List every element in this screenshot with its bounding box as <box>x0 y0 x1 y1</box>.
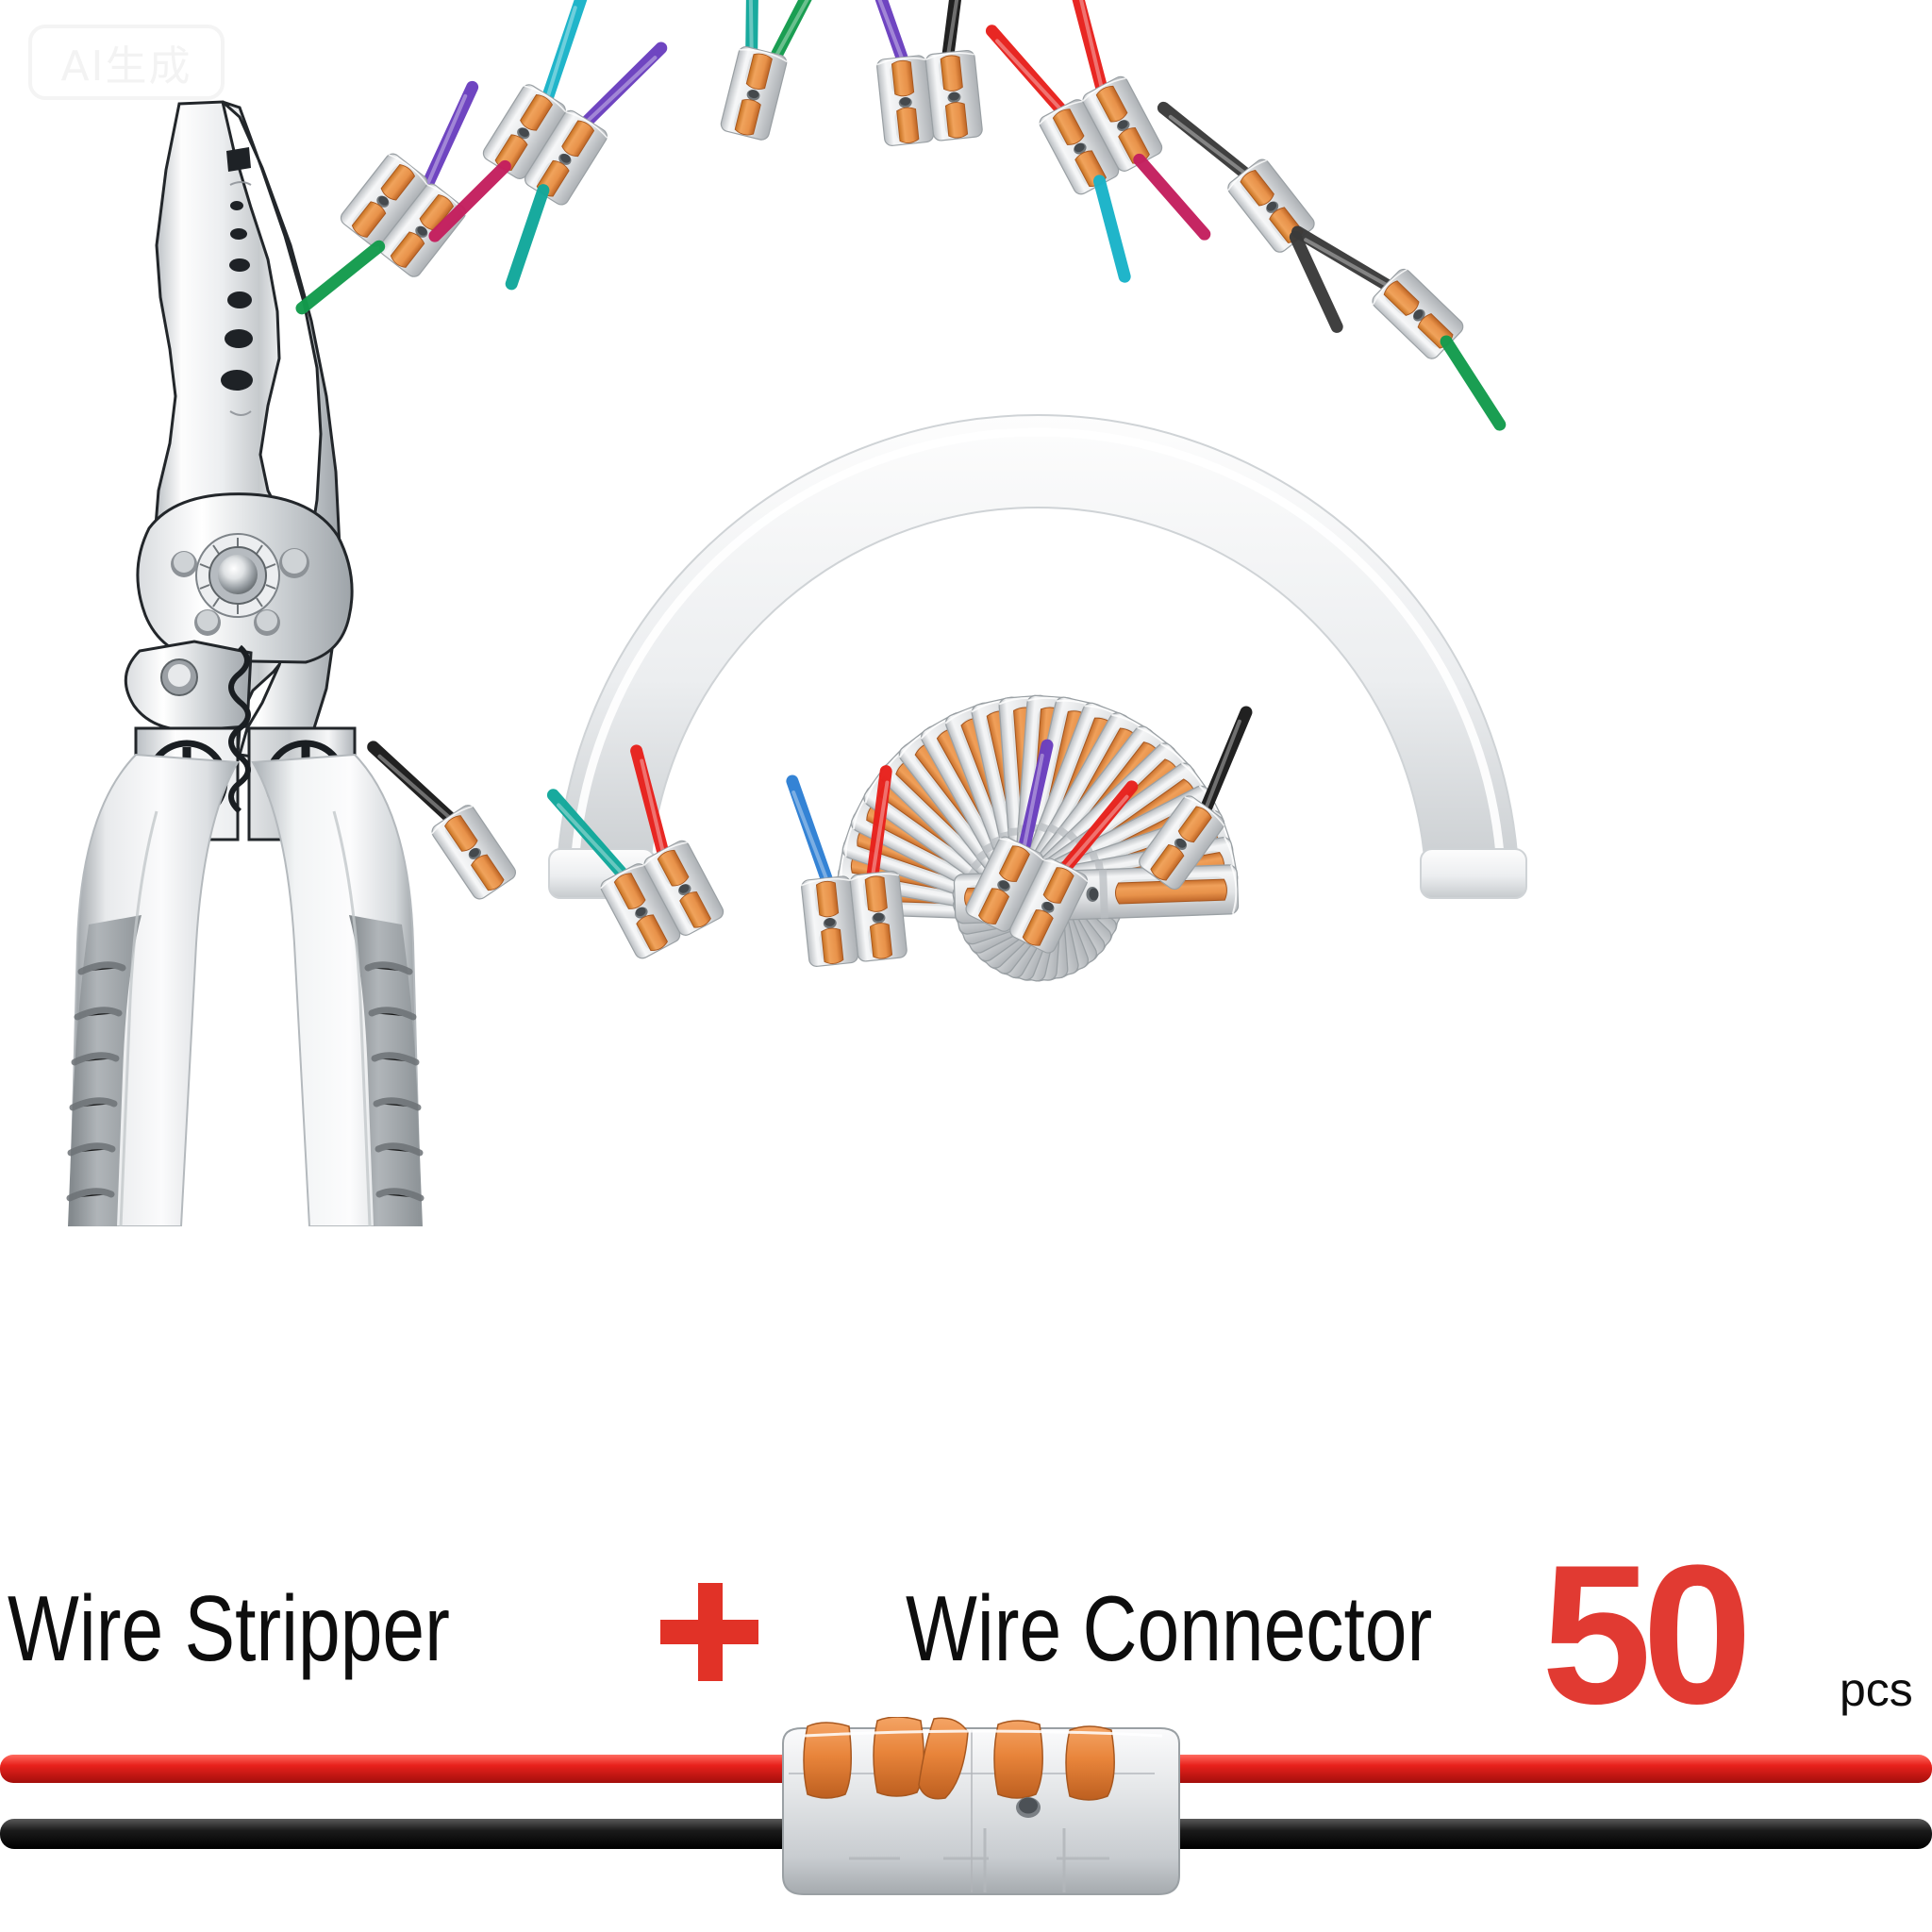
hero-connector-illustration <box>0 1717 1932 1932</box>
wire-connector-c12 <box>1043 684 1324 996</box>
wire-connector-c2 <box>412 0 682 299</box>
headline-row: Wire Stripper Wire Connector 50 pcs <box>0 1536 1932 1734</box>
hero-black-wire-right <box>1123 1819 1932 1849</box>
wire-connector-c10 <box>769 765 940 1063</box>
wire-out-0 <box>1092 175 1131 283</box>
ai-generated-watermark: AI生成 <box>28 25 225 100</box>
quantity-number: 50 <box>1541 1524 1753 1745</box>
watermark-label: AI生成 <box>60 42 192 91</box>
wire-out-0 <box>1440 335 1507 431</box>
stripper-interlock-joint <box>228 644 251 814</box>
connector-module-1 <box>1009 858 1089 954</box>
wire-stripper-label: Wire Stripper <box>8 1576 450 1680</box>
wire-out-1 <box>505 184 550 291</box>
wire-in-0 <box>421 80 479 191</box>
connector-module-1 <box>643 840 724 936</box>
wire-out-0 <box>1289 230 1343 333</box>
connector-module-0 <box>340 153 428 247</box>
connector-module-0 <box>600 863 681 959</box>
plus-icon <box>660 1583 758 1681</box>
wire-in-0 <box>1157 101 1254 181</box>
connector-module-0 <box>876 55 935 146</box>
hero-red-wire-right <box>1113 1755 1932 1783</box>
hero-red-wire-left <box>0 1755 849 1783</box>
hero-lever-4 <box>1065 1725 1115 1801</box>
wire-in-1 <box>1058 780 1139 875</box>
connector-module-0 <box>1139 795 1225 891</box>
wire-connector-c1 <box>263 58 549 368</box>
connector-arc-display <box>528 406 1547 984</box>
connector-module-0 <box>431 805 517 900</box>
wire-out-0 <box>428 159 511 242</box>
wire-stripper-tool <box>38 94 434 1226</box>
wire-in-0 <box>546 789 630 882</box>
connector-module-0 <box>965 836 1044 932</box>
wire-connector-c11 <box>903 733 1154 1049</box>
pivot-knurl-ticks <box>199 538 276 614</box>
hero-black-wire-left <box>0 1819 830 1849</box>
wire-in-1 <box>769 0 831 64</box>
wire-in-0 <box>1291 225 1396 293</box>
hero-lever-open <box>918 1717 969 1800</box>
wire-in-0 <box>985 25 1069 118</box>
secondary-bolt <box>168 664 191 687</box>
left-grip-ribs <box>66 961 126 1202</box>
pivot-screw <box>218 555 258 594</box>
stripper-holes <box>171 548 309 636</box>
wire-connector-c7 <box>1264 162 1566 460</box>
wire-in-0 <box>1017 739 1054 856</box>
wire-connector-c3 <box>652 0 858 244</box>
wire-connector-c5 <box>970 0 1227 291</box>
wire-in-0 <box>367 741 458 825</box>
connector-module-0 <box>801 875 859 967</box>
connector-module-0 <box>1372 268 1464 359</box>
wire-out-1 <box>1133 153 1211 241</box>
wire-in-0 <box>745 0 759 58</box>
wire-connector-c4 <box>844 0 1015 242</box>
wire-in-0 <box>861 0 909 68</box>
connector-module-1 <box>1082 75 1163 172</box>
wire-connector-c8 <box>334 692 609 1007</box>
hero-lever-1 <box>803 1722 852 1799</box>
hero-lever-2 <box>873 1717 924 1797</box>
wire-out-0 <box>295 240 386 315</box>
connector-module-1 <box>924 49 983 142</box>
connector-module-1 <box>849 870 908 962</box>
wire-connector-label: Wire Connector <box>906 1576 1433 1680</box>
wire-in-1 <box>866 765 892 884</box>
wire-in-1 <box>941 0 968 63</box>
wire-in-1 <box>1069 0 1108 96</box>
quantity-unit: pcs <box>1840 1663 1913 1716</box>
hero-body-grooves <box>849 1828 1109 1892</box>
wire-gauge-notches <box>221 147 253 391</box>
connector-module-0 <box>720 46 788 141</box>
wire-in-0 <box>786 774 834 889</box>
hero-lever-3 <box>993 1720 1043 1799</box>
wire-in-0 <box>1198 706 1253 817</box>
wire-connector-c9 <box>531 738 789 1054</box>
right-grip-ribs <box>364 961 425 1202</box>
wire-in-1 <box>578 42 668 129</box>
wire-in-1 <box>630 744 670 860</box>
wire-in-0 <box>541 0 588 106</box>
